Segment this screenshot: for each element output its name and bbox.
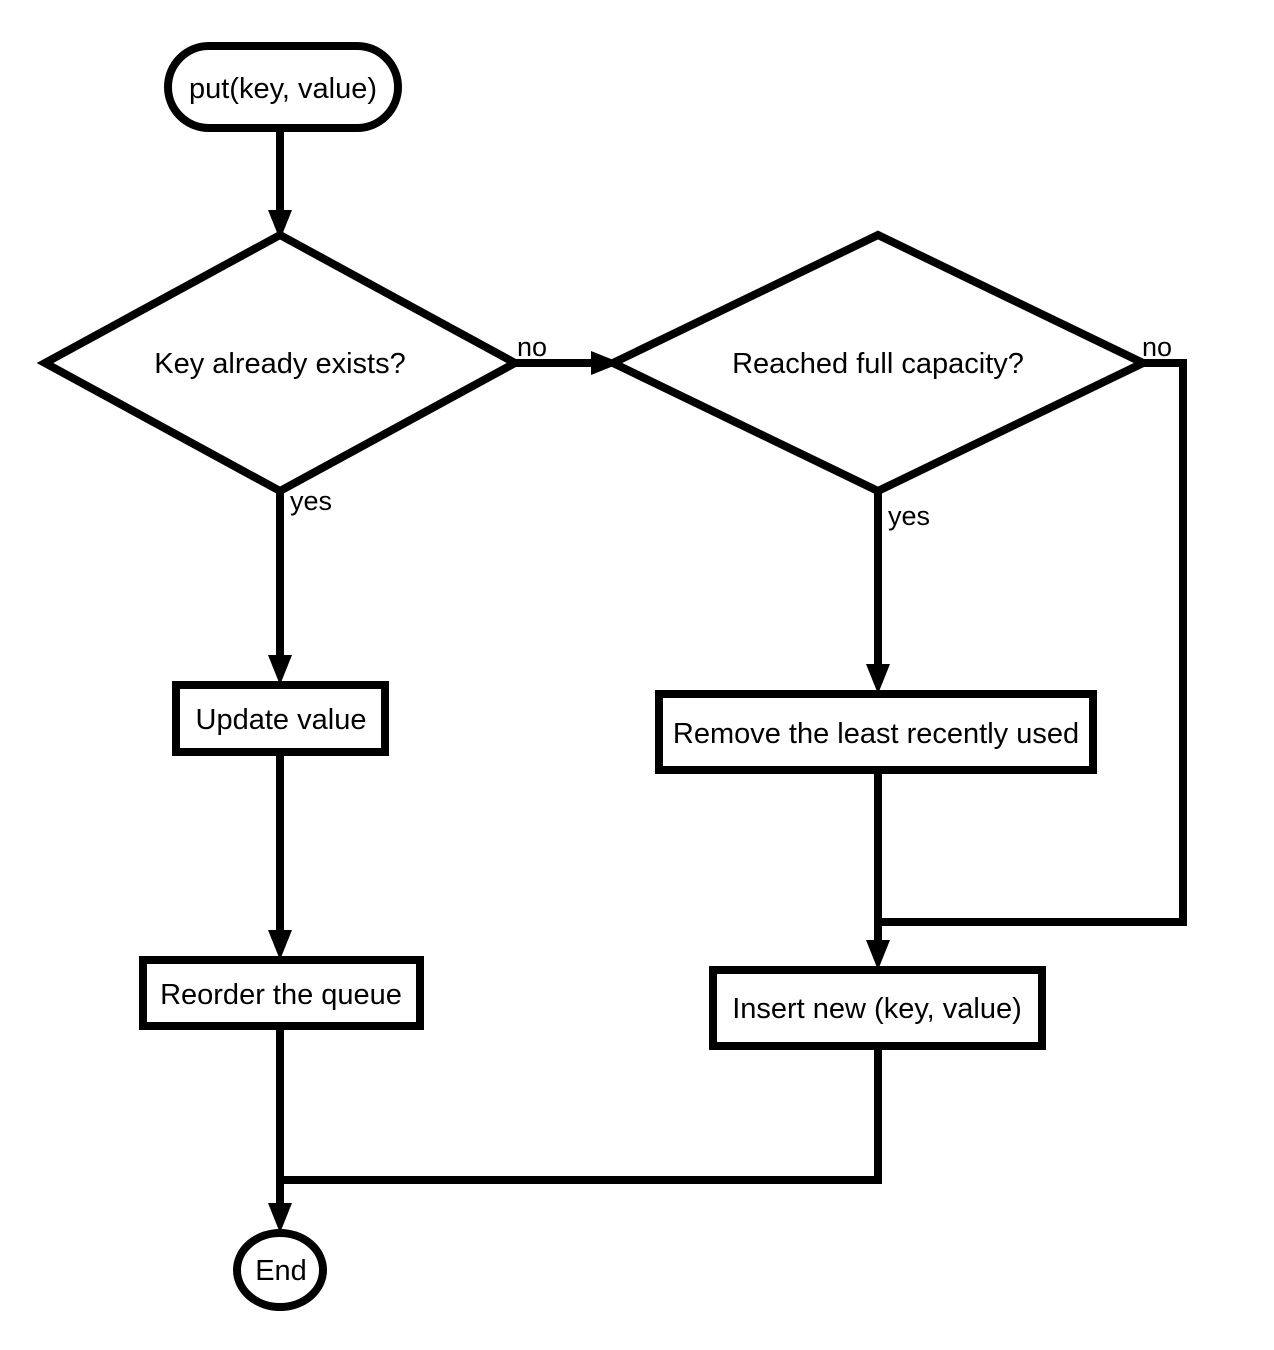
node-decision-key-exists[interactable]: Key already exists?	[36, 230, 524, 496]
edge-remove-lru-to-insert-new	[866, 770, 890, 970]
edge-key-exists-yes-to-update-value	[268, 492, 292, 685]
node-reorder-queue-label: Reorder the queue	[160, 979, 402, 1011]
node-decision-full-capacity-label: Reached full capacity?	[732, 348, 1024, 380]
edge-label-full-capacity-no: no	[1142, 332, 1172, 362]
edge-reorder-queue-to-end	[268, 1026, 292, 1233]
edge-full-capacity-no-to-insert-new	[878, 359, 1187, 926]
node-remove-lru[interactable]: Remove the least recently used	[655, 690, 1097, 774]
edge-label-full-capacity-yes: yes	[888, 501, 930, 531]
node-update-value-label: Update value	[196, 704, 367, 736]
node-start[interactable]: put(key, value)	[164, 42, 402, 132]
node-insert-new-label: Insert new (key, value)	[732, 993, 1022, 1025]
node-remove-lru-label: Remove the least recently used	[673, 718, 1079, 750]
arrowhead-icon	[866, 940, 890, 970]
edge-full-capacity-yes-to-remove-lru	[866, 492, 890, 694]
node-insert-new[interactable]: Insert new (key, value)	[709, 966, 1046, 1050]
edge-update-value-to-reorder-queue	[268, 752, 292, 960]
node-start-label: put(key, value)	[189, 73, 377, 105]
node-decision-key-exists-label: Key already exists?	[154, 348, 405, 380]
node-update-value[interactable]: Update value	[172, 681, 389, 756]
edge-insert-new-to-end	[280, 1046, 882, 1184]
node-end[interactable]: End	[233, 1229, 327, 1311]
edge-label-key-exists-yes: yes	[290, 486, 332, 516]
arrowhead-icon	[268, 655, 292, 685]
node-decision-full-capacity[interactable]: Reached full capacity?	[603, 230, 1153, 496]
edge-start-to-key-exists	[268, 128, 292, 240]
arrowhead-icon	[268, 210, 292, 240]
node-reorder-queue[interactable]: Reorder the queue	[139, 956, 424, 1030]
arrowhead-icon	[268, 1203, 292, 1233]
edge-label-key-exists-no: no	[517, 332, 547, 362]
arrowhead-icon	[866, 664, 890, 694]
node-end-label: End	[255, 1255, 307, 1287]
arrowhead-icon	[268, 930, 292, 960]
